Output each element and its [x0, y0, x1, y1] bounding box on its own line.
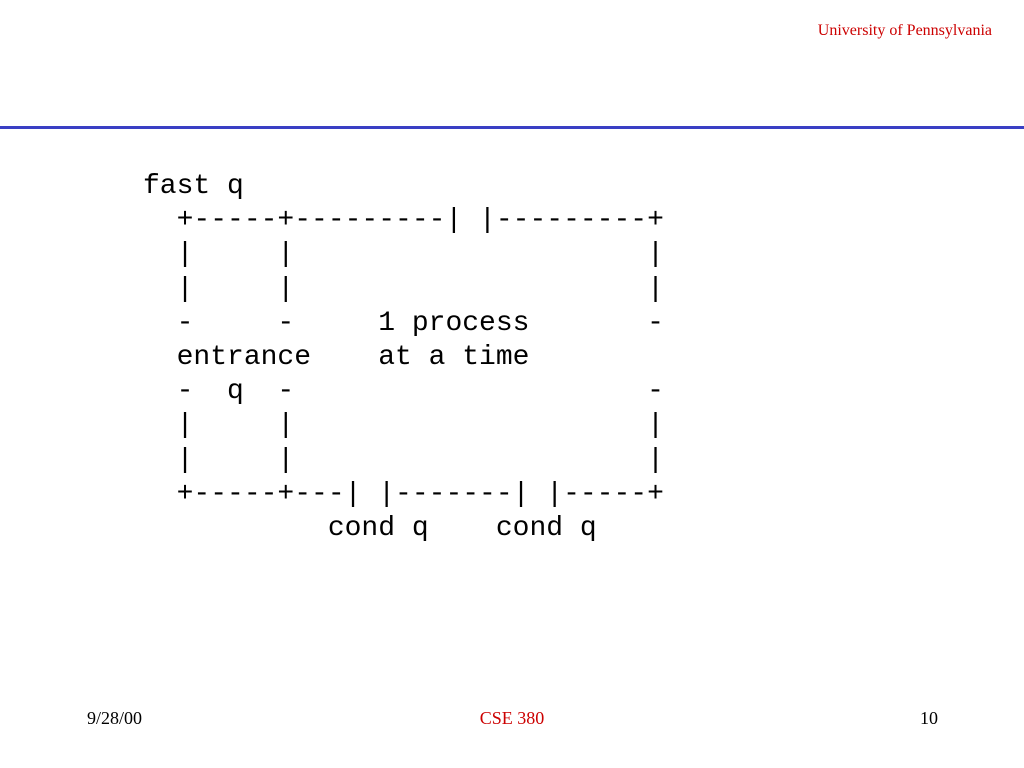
diagram-line: cond q cond q — [143, 513, 597, 545]
diagram-line: | | | — [143, 273, 664, 305]
diagram-line: | | | — [143, 444, 664, 476]
diagram-line: - - 1 process - — [143, 307, 664, 339]
diagram-line: - q - - — [143, 376, 664, 408]
diagram-line: | | | — [143, 239, 664, 271]
diagram-line: +-----+---| |-------| |-----+ — [143, 478, 664, 510]
footer-course: CSE 380 — [479, 708, 545, 728]
diagram-line: fast q — [143, 171, 244, 202]
diagram-line: +-----+---------| |---------+ — [143, 205, 664, 237]
monitor-queue-diagram: fast q +-----+---------| |---------+ | |… — [143, 170, 664, 546]
institution-header: University of Pennsylvania — [817, 22, 992, 39]
header-divider — [0, 126, 1024, 129]
footer-page-number: 10 — [920, 708, 938, 728]
diagram-line: entrance at a time — [143, 342, 530, 374]
footer-date: 9/28/00 — [87, 708, 143, 728]
diagram-line: | | | — [143, 410, 664, 442]
